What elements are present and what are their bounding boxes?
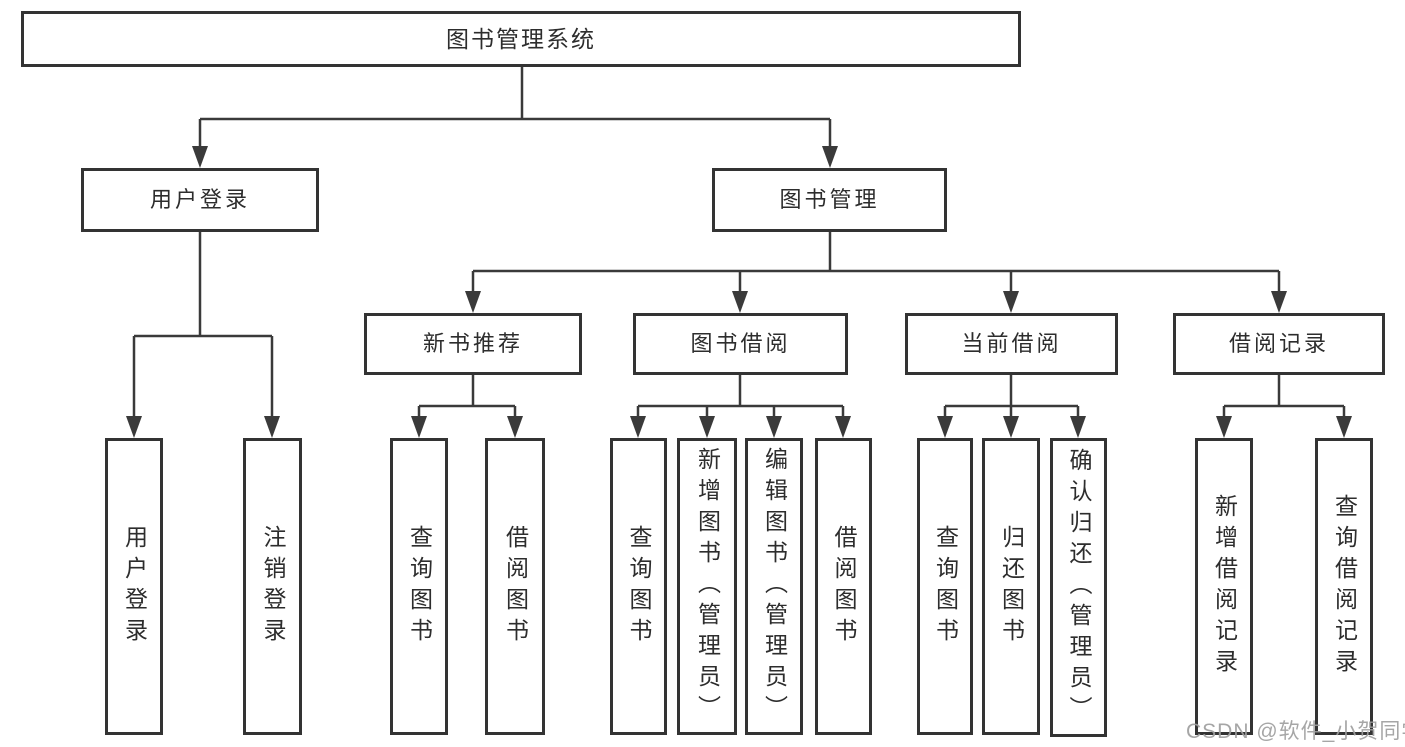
leaf-bb-add-book: 新增图书（管理员） <box>677 438 737 735</box>
leaf-nbr-query-book: 查询图书 <box>390 438 448 735</box>
arrowhead-icon <box>1271 291 1287 313</box>
leaf-cb-query-book: 查询图书 <box>917 438 973 735</box>
leaf-br-add-record-label: 新增借阅记录 <box>1211 493 1238 680</box>
node-root: 图书管理系统 <box>21 11 1021 67</box>
leaf-bb-edit-book: 编辑图书（管理员） <box>745 438 803 735</box>
node-borrow-records: 借阅记录 <box>1173 313 1385 375</box>
arrowhead-icon <box>1216 416 1232 438</box>
arrowhead-icon <box>766 416 782 438</box>
arrowhead-icon <box>1003 291 1019 313</box>
leaf-cb-confirm-return-label: 确认归还（管理员） <box>1066 448 1092 727</box>
leaf-bb-add-book-label: 新增图书（管理员） <box>694 447 721 726</box>
arrowhead-icon <box>732 291 748 313</box>
leaf-bb-borrow-book: 借阅图书 <box>815 438 872 735</box>
leaf-user-login-label: 用户登录 <box>121 524 148 649</box>
node-new-book-rec-label: 新书推荐 <box>422 331 523 356</box>
node-root-label: 图书管理系统 <box>446 25 596 52</box>
leaf-user-login: 用户登录 <box>105 438 163 735</box>
arrowhead-icon <box>192 146 208 168</box>
leaf-bb-edit-book-label: 编辑图书（管理员） <box>761 447 788 726</box>
node-new-book-rec: 新书推荐 <box>364 313 582 375</box>
arrowhead-icon <box>699 416 715 438</box>
arrowhead-icon <box>507 416 523 438</box>
arrowhead-icon <box>126 416 142 438</box>
arrowhead-icon <box>835 416 851 438</box>
leaf-nbr-borrow-book: 借阅图书 <box>485 438 545 735</box>
leaf-br-query-record: 查询借阅记录 <box>1315 438 1373 735</box>
arrowhead-icon <box>264 416 280 438</box>
arrowhead-icon <box>1003 416 1019 438</box>
node-current-borrow: 当前借阅 <box>905 313 1118 375</box>
leaf-bb-query-book: 查询图书 <box>610 438 667 735</box>
arrowhead-icon <box>411 416 427 438</box>
node-book-borrow-label: 图书借阅 <box>690 331 791 356</box>
leaf-nbr-query-book-label: 查询图书 <box>406 524 433 649</box>
leaf-cb-confirm-return: 确认归还（管理员） <box>1050 438 1107 737</box>
leaf-cb-return-book-label: 归还图书 <box>998 524 1025 649</box>
node-book-borrow: 图书借阅 <box>633 313 848 375</box>
leaf-cb-return-book: 归还图书 <box>982 438 1040 735</box>
arrowhead-icon <box>465 291 481 313</box>
node-borrow-records-label: 借阅记录 <box>1228 331 1329 356</box>
node-book-mgmt: 图书管理 <box>712 168 947 232</box>
arrowhead-icon <box>630 416 646 438</box>
leaf-nbr-borrow-book-label: 借阅图书 <box>502 524 529 649</box>
leaf-logout: 注销登录 <box>243 438 302 735</box>
leaf-bb-query-book-label: 查询图书 <box>626 524 652 649</box>
leaf-logout-label: 注销登录 <box>260 524 286 649</box>
node-book-mgmt-label: 图书管理 <box>779 187 880 212</box>
arrowhead-icon <box>822 146 838 168</box>
watermark: CSDN @软件_小贺同学 <box>1186 720 1405 743</box>
arrowhead-icon <box>937 416 953 438</box>
arrowhead-icon <box>1336 416 1352 438</box>
leaf-cb-query-book-label: 查询图书 <box>932 524 959 649</box>
leaf-br-query-record-label: 查询借阅记录 <box>1331 493 1358 680</box>
node-user-login: 用户登录 <box>81 168 319 232</box>
leaf-bb-borrow-book-label: 借阅图书 <box>831 524 857 649</box>
arrowhead-icon <box>1070 416 1086 438</box>
node-current-borrow-label: 当前借阅 <box>961 331 1062 356</box>
connector-lines <box>132 67 1346 417</box>
node-user-login-label: 用户登录 <box>149 187 250 212</box>
leaf-br-add-record: 新增借阅记录 <box>1195 438 1253 735</box>
arrowheads-layer <box>126 146 1352 438</box>
